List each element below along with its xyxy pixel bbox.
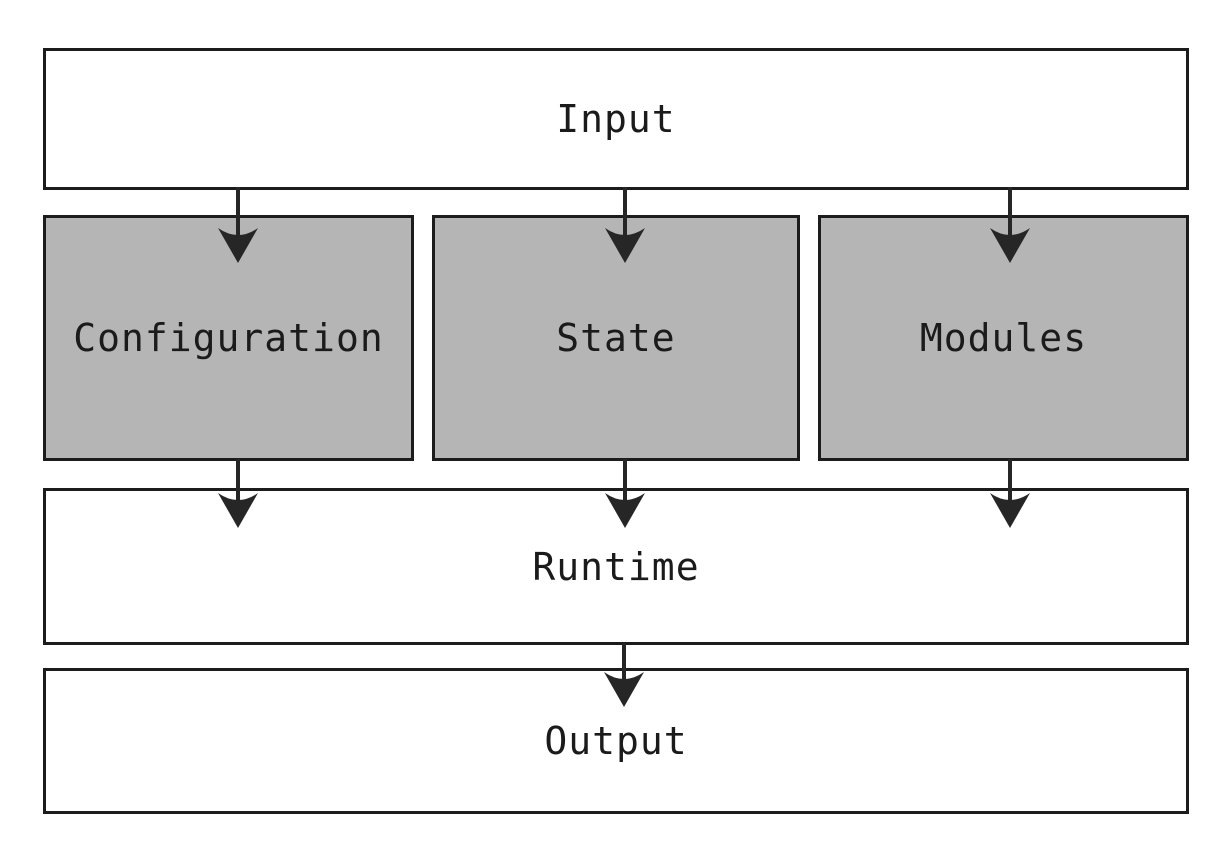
node-output: Output <box>43 668 1189 814</box>
node-runtime-label: Runtime <box>532 544 700 589</box>
node-input-label: Input <box>556 97 676 141</box>
node-input: Input <box>43 48 1189 190</box>
node-configuration: Configuration <box>43 215 414 461</box>
node-output-label: Output <box>544 719 688 763</box>
node-runtime: Runtime <box>43 488 1189 645</box>
node-configuration-label: Configuration <box>73 316 384 360</box>
node-state-label: State <box>556 316 676 360</box>
node-modules-label: Modules <box>919 316 1088 360</box>
node-state: State <box>432 215 800 461</box>
node-modules: Modules <box>818 215 1189 461</box>
